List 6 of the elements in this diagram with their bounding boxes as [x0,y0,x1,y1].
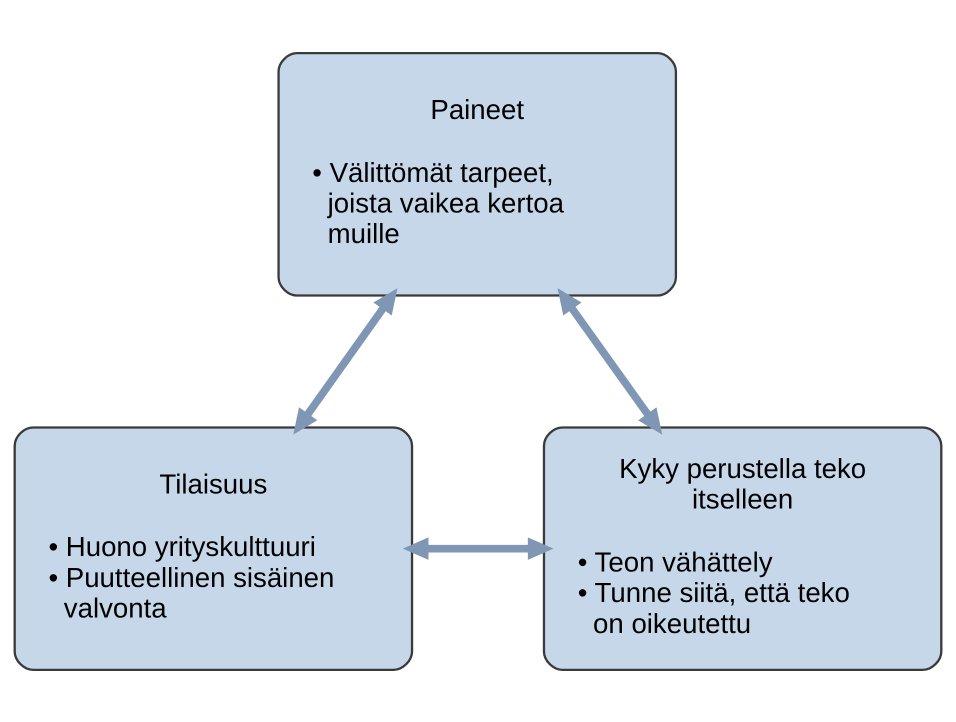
node-box: Tilaisuus • Huono yrityskulttuuri • Puutteellinen sisäinen valvonta [14,426,414,671]
node-box: Kyky perustella teko itselleen • Teon vähättely • Tunne siitä, että teko on oikeutettu [542,426,942,671]
arrow [557,288,662,434]
arrow [402,536,554,560]
node-box: Paineet • Välittömät tarpeet, joista vaikea kertoa muille [277,51,678,296]
arrow [293,288,398,434]
